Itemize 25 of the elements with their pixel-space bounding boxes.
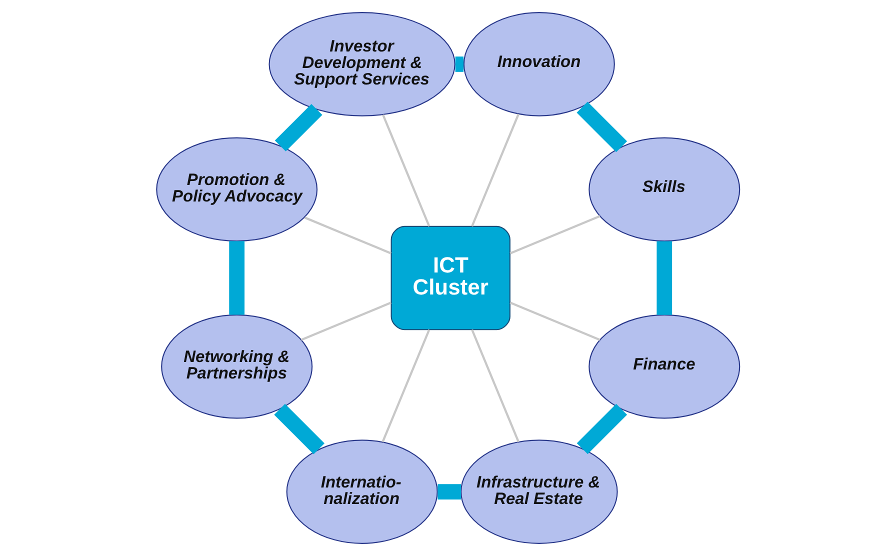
- connector: [470, 114, 520, 227]
- connector: [228, 241, 244, 315]
- node-ellipse: Internatio- nalization: [286, 440, 438, 544]
- connector: [656, 241, 672, 315]
- node-ellipse: Skills: [588, 137, 740, 242]
- node-ellipse: Networking & Partnerships: [160, 314, 312, 419]
- node-ellipse: Infrastructure & Real Estate: [460, 440, 618, 544]
- connector: [437, 484, 460, 500]
- connector: [576, 404, 627, 454]
- node-ellipse: Finance: [588, 314, 740, 419]
- node-box: ICT Cluster: [390, 226, 510, 330]
- node-ellipse: Investor Development & Support Services: [268, 12, 455, 116]
- connector: [470, 329, 520, 442]
- connector: [304, 216, 391, 254]
- connector: [274, 404, 324, 454]
- node-ellipse: Promotion & Policy Advocacy: [156, 137, 318, 242]
- node-ellipse: Innovation: [462, 12, 614, 116]
- connector: [381, 114, 430, 227]
- connector: [300, 302, 391, 341]
- connector: [454, 56, 464, 72]
- connector: [381, 329, 430, 442]
- connector: [509, 302, 600, 341]
- connector: [274, 104, 322, 152]
- connector: [509, 215, 600, 254]
- connector: [576, 102, 627, 152]
